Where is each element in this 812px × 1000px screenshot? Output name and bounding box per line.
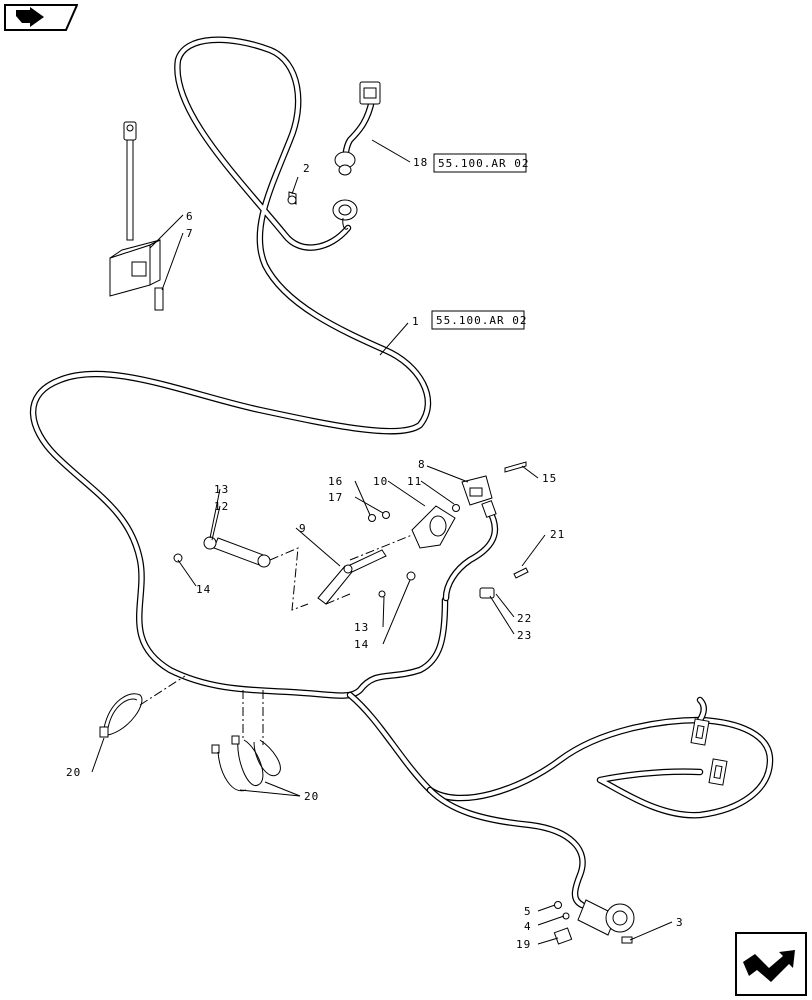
next-arrow-icon[interactable]	[735, 932, 807, 996]
callout-19: 19	[516, 938, 531, 951]
callout-6: 6	[186, 210, 194, 223]
callout-13b: 13	[354, 621, 369, 634]
part-12-tube	[203, 536, 271, 568]
callout-10: 10	[373, 475, 388, 488]
callout-labels: 1 2 3 4 5 6 7 8 9 10 11 12 13 13 14 14 1…	[66, 156, 684, 951]
callout-3: 3	[676, 916, 684, 929]
callout-12: 12	[214, 500, 229, 513]
harness-connectors-right	[690, 718, 728, 786]
callout-21: 21	[550, 528, 565, 541]
part-2	[287, 191, 297, 205]
part-10-bracket	[411, 505, 456, 549]
callout-23: 23	[517, 629, 532, 642]
ref-box-18[interactable]	[433, 153, 527, 173]
callout-18: 18	[413, 156, 428, 169]
callout-20b: 20	[304, 790, 319, 803]
reference-boxes: 55.100.AR 02 55.100.AR 02	[431, 153, 529, 330]
harness-1	[29, 36, 774, 909]
callout-2: 2	[303, 162, 311, 175]
callout-1: 1	[412, 315, 420, 328]
callout-16: 16	[328, 475, 343, 488]
cable-ties-20	[99, 693, 281, 792]
callout-17: 17	[328, 491, 343, 504]
callout-9: 9	[299, 522, 307, 535]
callout-7: 7	[186, 227, 194, 240]
part-9-rod	[317, 549, 387, 605]
callout-22: 22	[517, 612, 532, 625]
socket-assembly	[553, 899, 635, 945]
callout-13a: 13	[214, 483, 229, 496]
ref-text-1[interactable]: 55.100.AR 02	[436, 314, 527, 327]
construction-lines	[139, 534, 413, 745]
callout-15: 15	[542, 472, 557, 485]
callout-5: 5	[524, 905, 532, 918]
callout-4: 4	[524, 920, 532, 933]
back-arrow-icon[interactable]	[4, 4, 78, 31]
callout-8: 8	[418, 458, 426, 471]
callout-11: 11	[407, 475, 422, 488]
leader-lines	[91, 139, 673, 945]
callout-20a: 20	[66, 766, 81, 779]
ref-box-1[interactable]	[431, 310, 525, 330]
ref-text-18[interactable]: 55.100.AR 02	[438, 157, 529, 170]
fasteners	[173, 461, 529, 599]
cable-18	[332, 81, 381, 230]
part-6-7-box	[109, 121, 164, 311]
callout-14b: 14	[354, 638, 369, 651]
part-8-connector	[442, 475, 499, 602]
callout-14a: 14	[196, 583, 211, 596]
